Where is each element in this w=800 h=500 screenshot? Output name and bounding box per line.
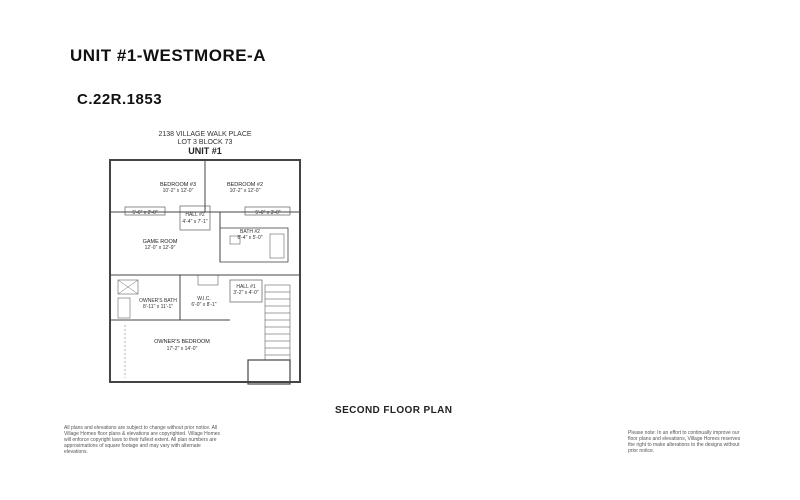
closet-left xyxy=(124,206,166,216)
closet-right xyxy=(244,206,291,216)
bedroom2-name: BEDROOM #2 xyxy=(227,182,263,188)
owners-bedroom-dims: 17'-2" x 14'-0" xyxy=(167,346,198,352)
plan-code: C.22R.1853 xyxy=(77,91,163,108)
owners-bedroom-name: OWNER'S BEDROOM xyxy=(154,339,210,345)
owners-bath-name: OWNER'S BATH xyxy=(139,298,177,304)
wic-dims: 6'-0" x 8'-1" xyxy=(191,302,216,308)
plan-caption: SECOND FLOOR PLAN xyxy=(335,405,453,416)
game-room-dims: 12'-0" x 12'-9" xyxy=(145,245,176,251)
hall1-outline xyxy=(229,279,263,303)
disclaimer-text: All plans and elevations are subject to … xyxy=(64,425,221,455)
hall1-dims: 3'-2" x 4'-0" xyxy=(233,290,258,296)
hall1-name: HALL #1 xyxy=(236,284,255,290)
wic-name: W.I.C. xyxy=(197,296,211,302)
plan-address: 2138 VILLAGE WALK PLACE xyxy=(158,131,252,138)
bedroom3-name: BEDROOM #3 xyxy=(160,182,196,188)
unit-title: UNIT #1-WESTMORE-A xyxy=(70,46,266,65)
bedroom2-dims: 10'-2" x 12'-0" xyxy=(230,188,261,194)
plan-unit: UNIT #1 xyxy=(188,146,222,156)
landing xyxy=(247,359,291,385)
closet-right-dims: 5'-0" x 3'-0" xyxy=(255,210,280,216)
stairs xyxy=(264,284,291,361)
owners-bath-tub xyxy=(117,279,139,295)
hall2-outline xyxy=(179,205,211,231)
owners-shower xyxy=(117,297,131,319)
bath2-tub xyxy=(269,233,285,259)
room-labels: BEDROOM #3 10'-2" x 12'-0" BEDROOM #2 10… xyxy=(132,182,280,352)
bath2-name: BATH #2 xyxy=(240,229,260,235)
bath2-outline xyxy=(219,227,289,263)
bath2-sink xyxy=(229,235,241,245)
bath2-dims: 8'-4" x 5'-0" xyxy=(237,235,262,241)
note-text: Please note: In an effort to continually… xyxy=(628,430,741,454)
owners-vanity xyxy=(197,274,219,286)
game-room-name: GAME ROOM xyxy=(143,239,178,245)
hall2-name: HALL #2 xyxy=(185,212,204,218)
closet-left-dims: 5'-6" x 2'-0" xyxy=(132,210,157,216)
plan-lot: LOT 3 BLOCK 73 xyxy=(177,139,233,146)
owners-bath-dims: 8'-11" x 11'-1" xyxy=(143,304,173,310)
hall2-dims: 4'-4" x 7'-1" xyxy=(182,219,207,225)
bedroom3-dims: 10'-2" x 12'-0" xyxy=(163,188,194,194)
